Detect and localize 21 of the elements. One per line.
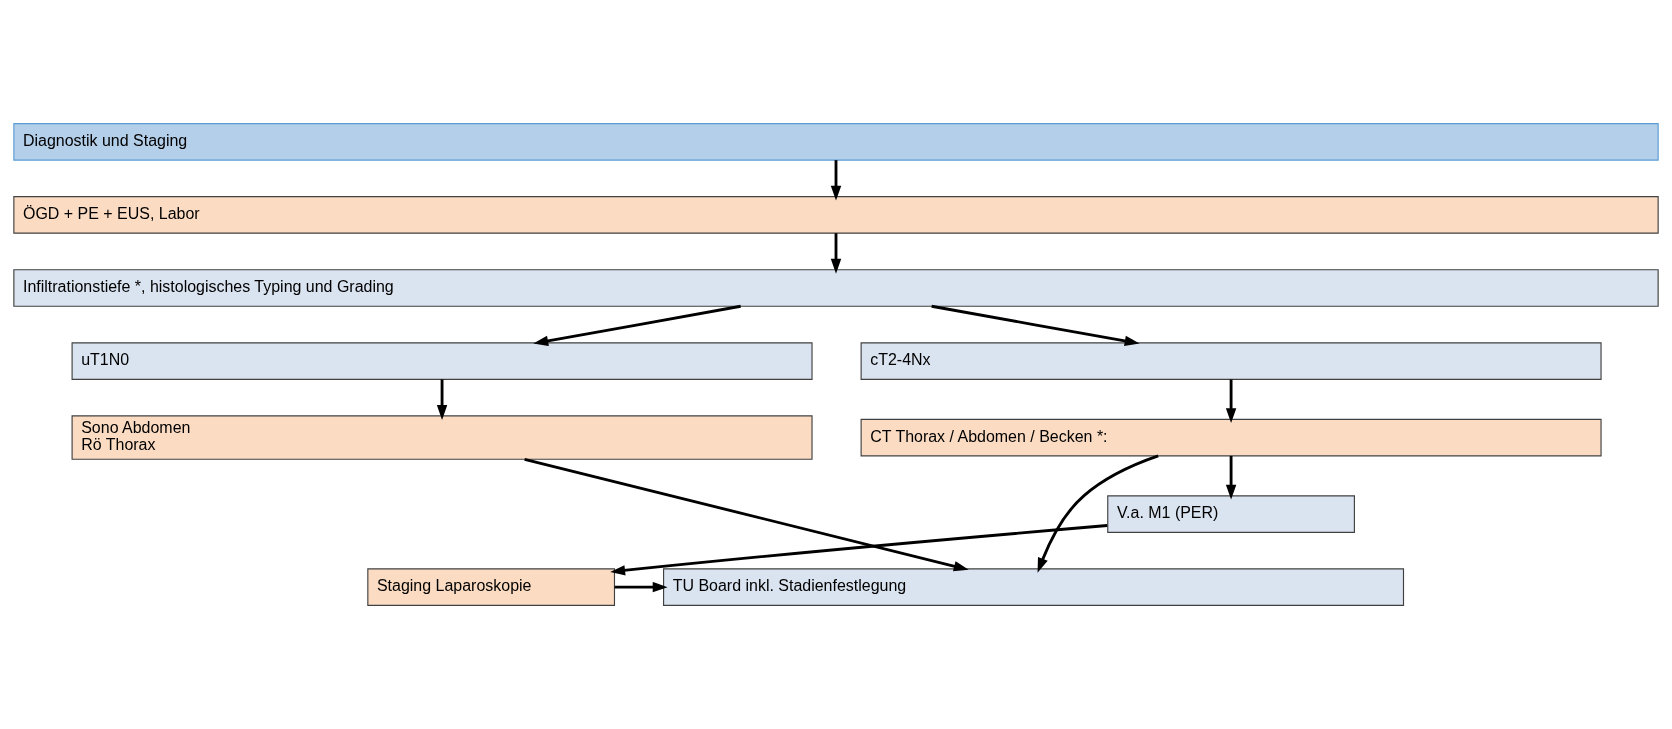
arrow [1225, 379, 1237, 424]
arrow [614, 581, 668, 593]
node-box: V.a. M1 (PER) [1107, 495, 1355, 533]
arrow [830, 160, 842, 201]
arrow [436, 379, 448, 420]
arrow [524, 457, 969, 572]
arrow [610, 524, 1108, 576]
node-box: uT1N0 [71, 342, 813, 380]
arrow [1037, 454, 1159, 573]
node-box: CT Thorax / Abdomen / Becken *: [860, 418, 1602, 457]
node-box: TU Board inkl. Stadienfestlegung [663, 568, 1405, 606]
node-box: Diagnostik und Staging [13, 123, 1659, 161]
arrow [1225, 455, 1237, 500]
node-box: Sono Abdomen Rö Thorax [71, 415, 813, 460]
arrow [533, 304, 741, 347]
node-box: ÖGD + PE + EUS, Labor [13, 196, 1659, 234]
node-box: cT2-4Nx [860, 342, 1602, 380]
arrow [830, 233, 842, 274]
node-box: Infiltrationstiefe *, histologisches Typing und Grading [13, 269, 1659, 307]
node-box: Staging Laparoskopie [367, 568, 616, 606]
arrow [931, 304, 1140, 347]
